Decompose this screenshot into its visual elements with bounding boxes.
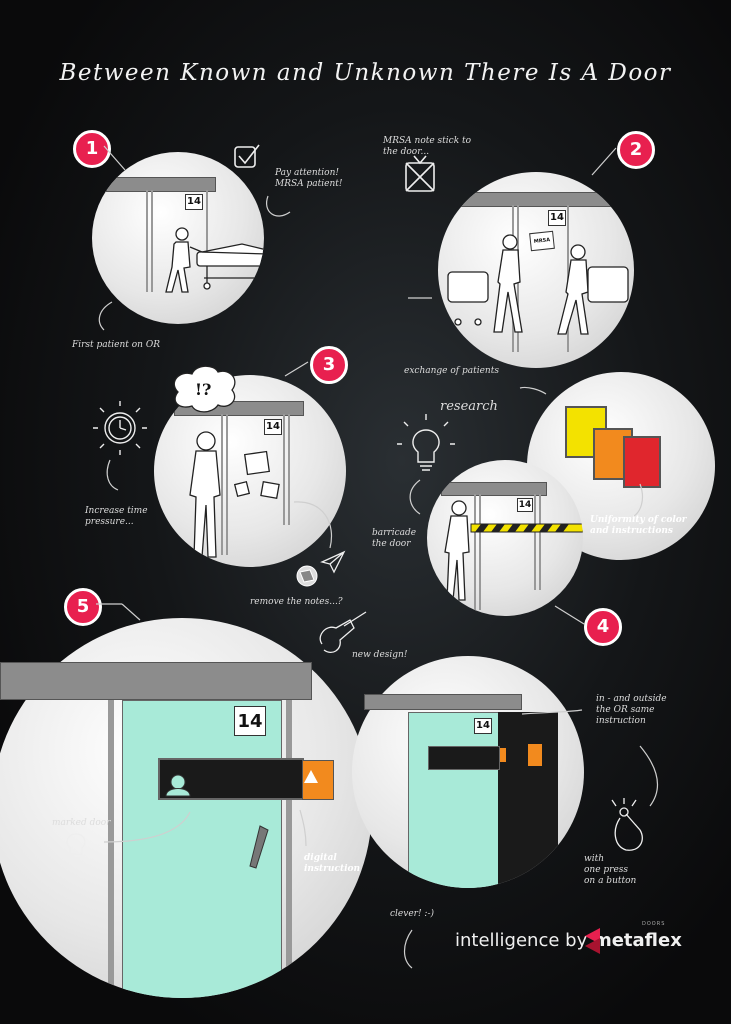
step-3-note-bottom: remove the notes...? — [250, 597, 343, 607]
step-3-note-next: new design! — [352, 650, 408, 660]
step-4-badge: 4 — [584, 608, 622, 646]
secondary-lintel — [364, 694, 522, 710]
step-5-room-sign: 14 — [234, 706, 266, 736]
step-3-scene — [189, 414, 290, 558]
secondary-door-panel — [408, 712, 500, 888]
step-1-note-bottom: First patient on OR — [72, 340, 160, 350]
barricade-tape — [470, 523, 583, 533]
step-5-secondary-circle: 14 — [352, 656, 584, 888]
secondary-room-sign: 14 — [474, 718, 492, 734]
step-4-room-sign: 14 — [517, 498, 533, 512]
step-3-room-sign: 14 — [264, 419, 282, 435]
step-3-note-left: Increase time pressure... — [85, 506, 148, 527]
step-2-lintel — [456, 192, 623, 207]
step-4-note-left: barricade the door — [372, 528, 417, 549]
step-5-door-frame-left — [108, 700, 114, 998]
step-2-note-bottom: exchange of patients — [404, 366, 499, 376]
step-1-scene — [146, 190, 264, 293]
step-4-research-circle — [527, 372, 715, 560]
brand-logo: intelligence by metaflex — [455, 930, 682, 951]
page-title: Between Known and Unknown There Is A Doo… — [59, 60, 672, 86]
step-2-circle: 14 MRSA — [438, 172, 634, 368]
secondary-digital-panel — [528, 744, 542, 766]
brand-superscript: DOORS — [642, 921, 666, 927]
step-1-badge: 1 — [73, 130, 111, 168]
step-5-note-clever: clever! :-) — [390, 909, 435, 919]
step-4-circle: 14 — [427, 460, 583, 616]
step-5-note-inout: in - and outside the OR same instruction — [596, 694, 667, 726]
step-5-note-press: with one press on a button — [584, 854, 637, 886]
door-handle-icon — [249, 825, 269, 869]
step-1-room-sign: 14 — [185, 194, 203, 210]
brand-name: metaflex — [592, 930, 682, 951]
step-5-lintel — [0, 662, 312, 700]
step-4-note-research: research — [440, 399, 498, 414]
step-5-door-frame-right — [286, 700, 292, 998]
secondary-digital-panel-inside — [500, 748, 506, 762]
step-5-note-marked: marked door — [52, 818, 111, 828]
step-5-note-digital: digital instruction — [304, 853, 361, 874]
brand-prefix: intelligence by — [455, 930, 593, 951]
step-1-note-top: Pay attention! MRSA patient! — [275, 168, 343, 189]
step-4-scene — [444, 494, 583, 610]
step-5-scene — [165, 770, 318, 869]
step-3-circle: 14 — [154, 375, 346, 567]
step-4-lintel — [441, 482, 547, 496]
step-5-badge: 5 — [64, 588, 102, 626]
secondary-window — [428, 746, 500, 770]
step-4-note-uniform: Uniformity of color and instructions — [590, 515, 687, 536]
step-2-room-sign: 14 — [548, 210, 566, 226]
step-1-circle: 14 — [92, 152, 264, 324]
step-3-thought: !? — [195, 380, 212, 399]
warning-sign-red — [623, 436, 661, 488]
step-2-note-top: MRSA note stick to the door... — [383, 136, 472, 157]
secondary-dark-side — [498, 712, 558, 888]
step-1-lintel — [106, 177, 216, 192]
step-2-badge: 2 — [617, 131, 655, 169]
step-2-scene — [447, 205, 629, 352]
step-3-badge: 3 — [310, 346, 348, 384]
